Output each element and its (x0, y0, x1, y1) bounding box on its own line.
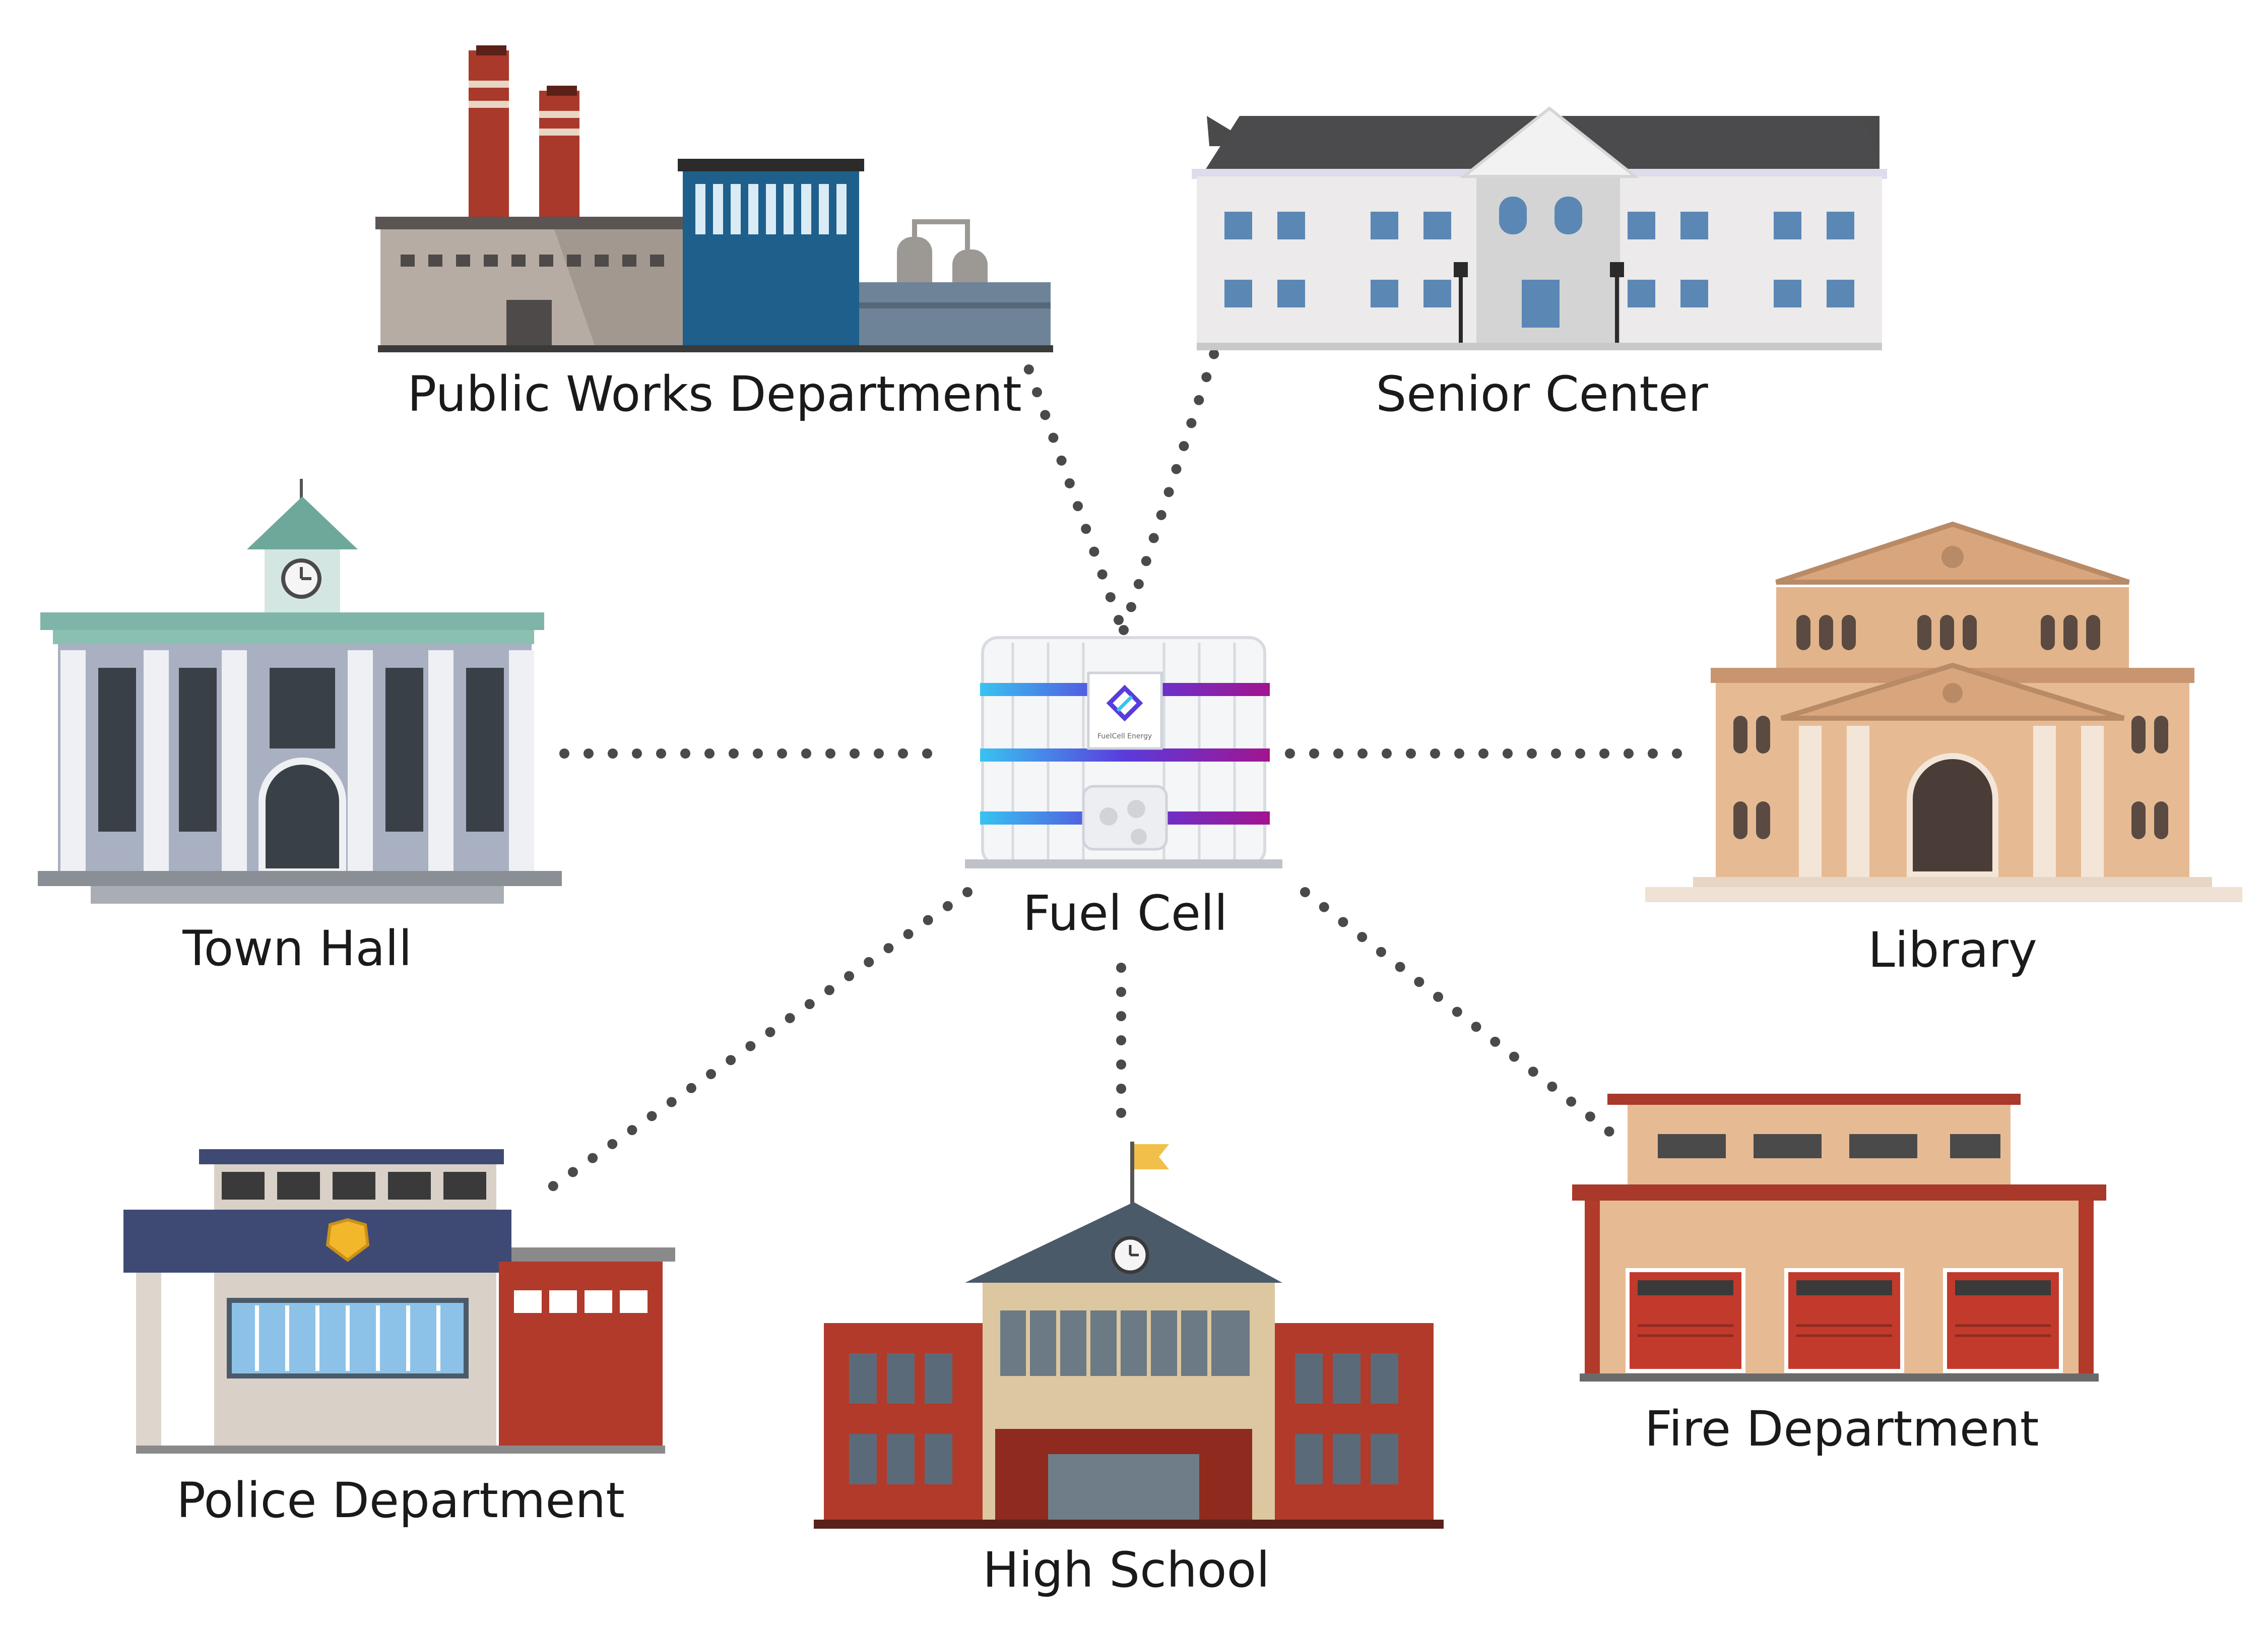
public-works-building: Public Works Department (375, 45, 1053, 422)
fire-building: Fire Department (1572, 1094, 2106, 1457)
library-label: Library (1868, 922, 2037, 978)
town-hall-label: Town Hall (182, 920, 412, 977)
fuel-cell-logo-text: FuelCell Energy (1097, 732, 1152, 740)
senior-center-label: Senior Center (1376, 366, 1708, 422)
link-fire (1300, 887, 1617, 1139)
fire-label: Fire Department (1645, 1401, 2039, 1457)
smokestack (469, 45, 579, 222)
link-public-works (1018, 348, 1124, 625)
fuel-cell-label: Fuel Cell (1023, 885, 1228, 942)
police-building: Police Department (123, 1149, 675, 1529)
high-school-building: High School (814, 1142, 1444, 1598)
flag-icon (1134, 1144, 1169, 1169)
link-police (529, 887, 973, 1205)
police-label: Police Department (176, 1472, 625, 1529)
window-row (401, 255, 664, 267)
town-hall-building: Town Hall (38, 479, 562, 977)
senior-center-building: Senior Center (1192, 106, 1887, 422)
library-building: Library (1645, 521, 2242, 978)
public-works-label: Public Works Department (407, 366, 1021, 422)
connectors (529, 348, 1688, 1205)
link-senior-center (1119, 348, 1219, 635)
high-school-label: High School (983, 1542, 1270, 1598)
fuel-cell-unit: FuelCell Energy Fuel Cell (965, 636, 1282, 942)
police-badge-icon (326, 1218, 370, 1262)
lamp-post (1454, 262, 1624, 348)
